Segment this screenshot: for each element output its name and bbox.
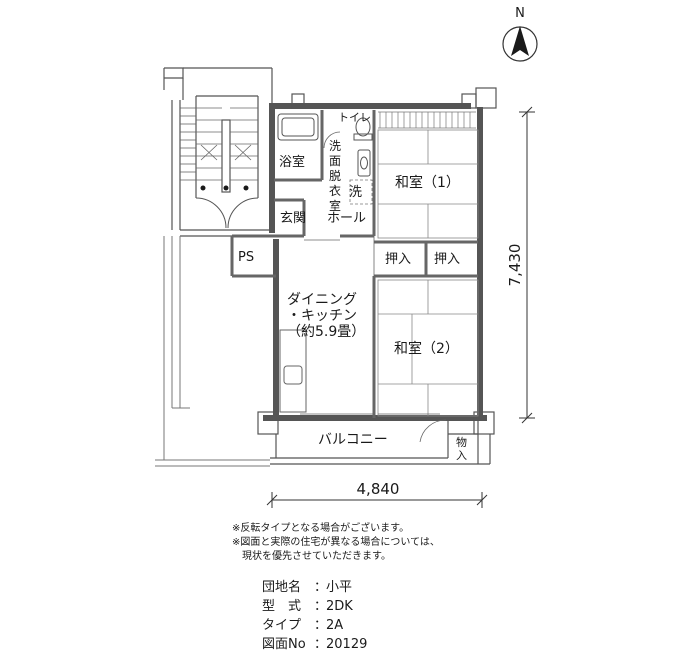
info-row-danchi: 団地名 ：小平 (262, 578, 367, 597)
balcony-rail (270, 420, 491, 465)
info-separator: ： (314, 599, 328, 614)
north-compass-icon (502, 26, 538, 62)
height-dimension-line (519, 106, 535, 424)
info-key-drawing-no: 図面No (262, 637, 306, 652)
room-washroom-label-1: 洗 (329, 139, 341, 153)
room-washitsu-2-label: 和室（2） (394, 340, 459, 357)
storage-label-2: 入 (456, 449, 467, 462)
width-dimension-label: 4,840 (357, 480, 400, 498)
room-dining-label-3: （約5.9畳） (287, 324, 365, 340)
washer-space (349, 179, 373, 205)
interior-doors (300, 236, 440, 415)
washitsu-2-tatami (377, 279, 479, 417)
stair-treads (180, 107, 258, 181)
kitchen-counter (279, 329, 307, 413)
room-entrance-label: 玄関 (280, 211, 306, 226)
room-washroom-label-3: 脱 (329, 168, 341, 183)
width-dimension-line (266, 492, 488, 508)
info-key-danchi: 団地名 (262, 580, 302, 595)
toilet-fixture (353, 117, 373, 141)
room-bath-label: 浴室 (279, 154, 305, 170)
washbasin (357, 149, 371, 177)
property-info: 団地名：小平 型 式：2DK タイプ：2A 図面No：20129 (262, 578, 367, 654)
info-row-subtype: タイプ ：2A (262, 616, 367, 635)
compass-label: N (515, 6, 525, 21)
room-dining-label-1: ダイニング (287, 292, 357, 308)
info-key-subtype: タイプ (262, 618, 302, 633)
info-value-subtype: 2A (326, 618, 344, 633)
info-separator: ： (314, 637, 328, 652)
storage-door-swing (419, 419, 447, 443)
info-value-type: 2DK (326, 599, 353, 614)
height-dimension-label: 7,430 (506, 244, 524, 287)
note-line-1: ※反転タイプとなる場合がございます。 (232, 523, 410, 534)
info-key-type: 型 式 (262, 599, 302, 614)
room-washroom-label-4: 衣 (329, 183, 341, 198)
bathtub (277, 113, 319, 141)
toilet-door-swing (323, 131, 341, 149)
room-washroom-label-5: 室 (329, 198, 341, 213)
stair-door-swings (195, 197, 259, 229)
room-ps-label: PS (238, 250, 254, 265)
note-line-2: ※図面と実際の住宅が異なる場合については、 (232, 537, 440, 548)
stairwell (163, 67, 273, 237)
oshiire-1-label: 押入 (385, 252, 411, 267)
oshiire-2-label: 押入 (434, 252, 460, 267)
corridor-lines (155, 236, 270, 467)
info-value-drawing-no: 20129 (326, 637, 368, 652)
info-separator: ： (314, 618, 328, 633)
room-washroom-label-2: 面 (329, 154, 341, 168)
room-hall-label: ホール (327, 211, 366, 226)
balcony-label: バルコニー (318, 432, 388, 448)
info-separator: ： (314, 580, 328, 595)
info-row-drawing-no: 図面No ：20129 (262, 635, 367, 654)
washer-label: 洗 (349, 185, 362, 200)
room-toilet-label: トイレ (338, 111, 371, 124)
info-value-danchi: 小平 (326, 580, 353, 595)
storage-label-1: 物 (456, 435, 467, 449)
note-line-3: 現状を優先させていただきます。 (232, 551, 391, 562)
interior-walls (230, 110, 478, 418)
stair-markers (200, 185, 249, 191)
info-row-type: 型 式 ：2DK (262, 597, 367, 616)
room-dining-label-2: ・キッチン (287, 308, 357, 324)
wall-pilasters (257, 87, 497, 435)
room-washitsu-1-label: 和室（1） (395, 174, 460, 191)
washitsu-1-shoji (378, 111, 476, 129)
washitsu-1-tatami (377, 129, 479, 239)
